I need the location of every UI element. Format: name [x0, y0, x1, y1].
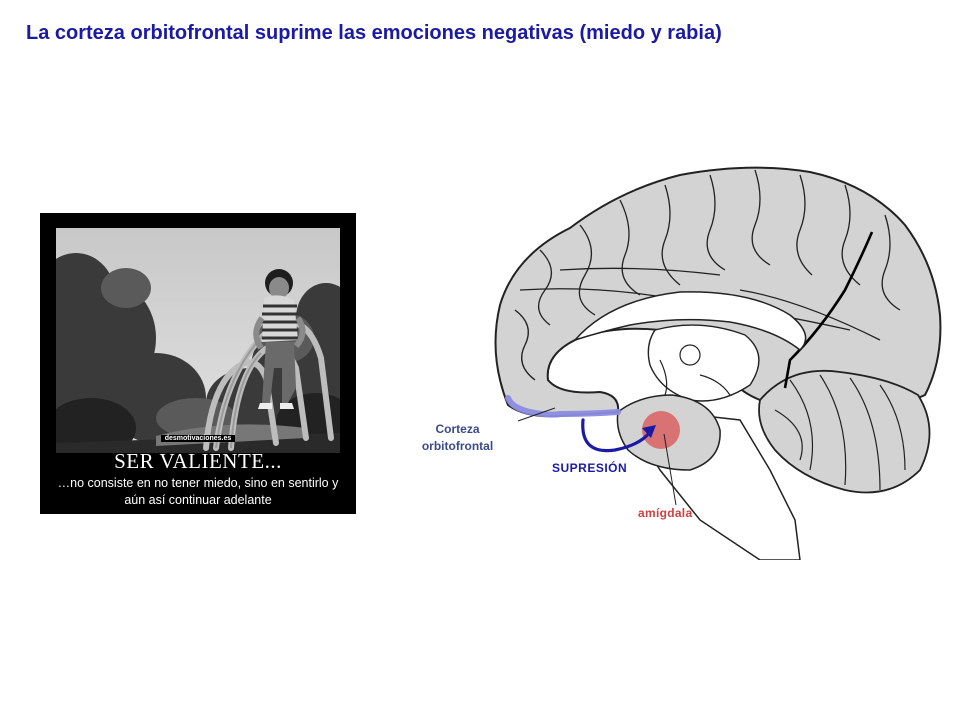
cerebellum: [758, 369, 931, 494]
thalamus: [647, 324, 760, 402]
orbitofrontal-cortex-label: Corteza orbitofrontal: [421, 422, 494, 453]
boy-on-playground-photo: [56, 228, 340, 453]
poster-caption: …no consiste en no tener miedo, sino en …: [57, 476, 339, 507]
amygdala-region: [642, 411, 680, 449]
motivational-poster: desmotivaciones.es SER VALIENTE... …no c…: [40, 213, 356, 514]
poster-headline: SER VALIENTE...: [114, 449, 282, 473]
brain-sagittal-diagram: [494, 166, 942, 560]
amygdala-label: amígdala: [638, 506, 693, 520]
orbitofrontal-cortex-region: [505, 395, 621, 418]
slide-title: La corteza orbitofrontal suprime las emo…: [26, 22, 722, 44]
boy-figure: [253, 269, 306, 409]
poster-watermark: desmotivaciones.es: [40, 435, 356, 442]
suppression-label: SUPRESIÓN: [552, 461, 628, 475]
suppression-arrow: [581, 418, 652, 453]
corpus-callosum: [572, 291, 807, 352]
